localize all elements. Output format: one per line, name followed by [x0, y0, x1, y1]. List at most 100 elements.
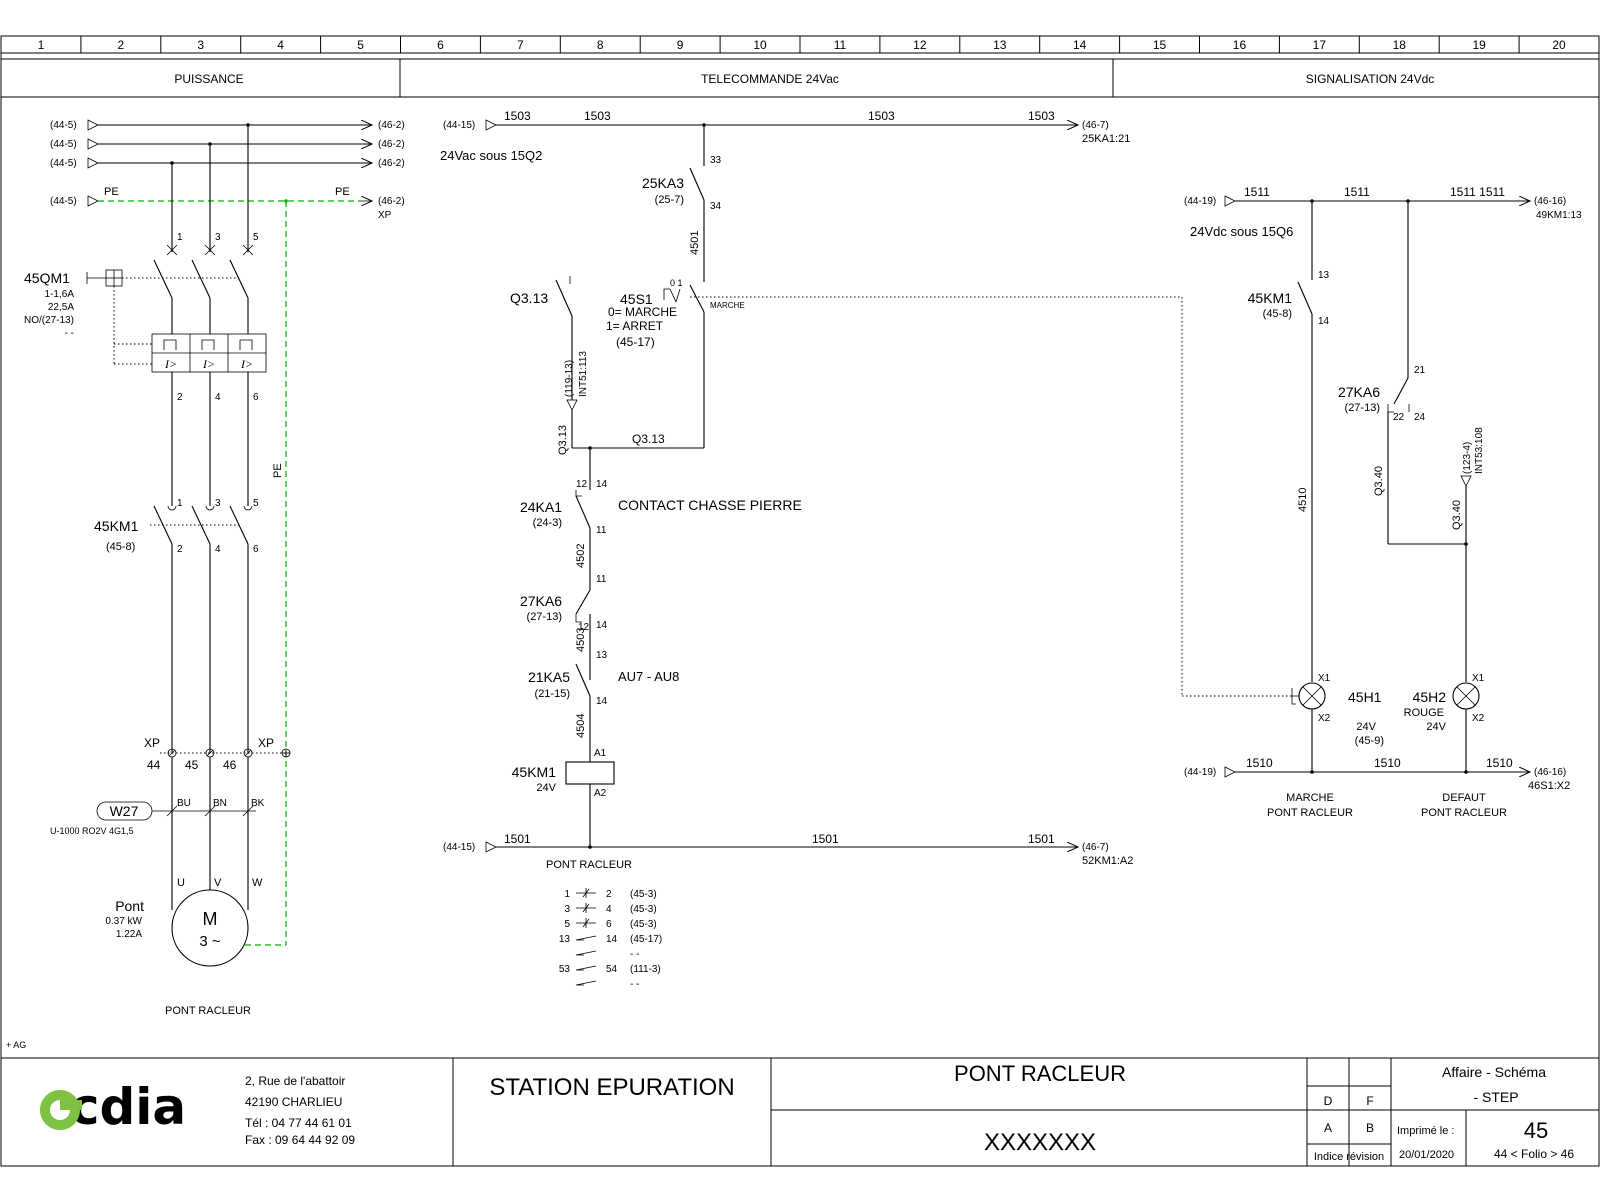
- sig-ka6-term-24: 24: [1414, 412, 1426, 423]
- column-number: 5: [357, 38, 364, 52]
- affaire-value: - STEP: [1473, 1089, 1518, 1105]
- km1-power-ref: (45-8): [106, 541, 135, 553]
- q313-horizontal: Q3.13: [632, 432, 665, 446]
- qm1-term-3: 3: [215, 232, 221, 243]
- km1-power-name: 45KM1: [94, 518, 139, 534]
- ka6-ctrl-term-14: 14: [596, 620, 608, 631]
- motor-phase-symbol: 3 ~: [199, 933, 221, 950]
- km1-term-3: 3: [215, 498, 221, 509]
- h1-x2: X2: [1318, 713, 1331, 724]
- sig-km1-term-14: 14: [1318, 316, 1330, 327]
- ref-in-l2: (44-5): [50, 139, 77, 150]
- column-number: 17: [1313, 38, 1327, 52]
- sig-km1-term-13: 13: [1318, 270, 1330, 281]
- column-number: 1: [38, 38, 45, 52]
- address-line-2: 42190 CHARLIEU: [245, 1095, 342, 1109]
- motor-phase-w: W: [252, 877, 263, 889]
- contact-term-b: 2: [606, 889, 612, 900]
- no-contact-symbol: [575, 965, 597, 971]
- contact-term-b: 54: [606, 964, 618, 975]
- column-number: 9: [677, 38, 684, 52]
- qm1-term-1: 1: [177, 232, 183, 243]
- revision-label: Indice révision: [1314, 1151, 1384, 1163]
- section-signalisation: SIGNALISATION 24Vdc: [1306, 72, 1435, 86]
- contact-ref-row: 1 2 (45-3): [564, 888, 657, 900]
- ref-out-l1: (46-2): [378, 120, 405, 131]
- contact-term-a: 53: [559, 964, 571, 975]
- sig-supply: 24Vdc sous 15Q6: [1190, 224, 1293, 239]
- contact-term-b: 6: [606, 919, 612, 930]
- contact-ref: - -: [630, 949, 639, 960]
- motor-phase-v: V: [214, 877, 222, 889]
- ref-out-l3: (46-2): [378, 158, 405, 169]
- sheet-subtitle: XXXXXXX: [984, 1129, 1096, 1156]
- wire-1510-b: 1510: [1374, 756, 1401, 770]
- wire-1511-c: 1511 1511: [1450, 185, 1505, 199]
- affaire-label: Affaire - Schéma: [1442, 1064, 1546, 1080]
- sig-caption-2b: PONT RACLEUR: [1421, 807, 1507, 819]
- wire-4503: 4503: [575, 628, 587, 652]
- ka1-ref: (24-3): [533, 517, 562, 529]
- s1-name: 45S1: [620, 291, 653, 307]
- rev-d: D: [1324, 1094, 1333, 1108]
- qm1-term-6: 6: [253, 392, 259, 403]
- h1-name: 45H1: [1348, 689, 1382, 705]
- wire-1501-b: 1501: [812, 832, 839, 846]
- h2-x2: X2: [1472, 713, 1485, 724]
- h1-x1: X1: [1318, 673, 1331, 684]
- qm1-term-2: 2: [177, 392, 183, 403]
- contact-ref-row: - -: [575, 949, 639, 960]
- wire-1510-a: 1510: [1246, 756, 1273, 770]
- sig-caption-1a: MARCHE: [1286, 792, 1334, 804]
- ref-out-l2: (46-2): [378, 139, 405, 150]
- ref-out-pe: (46-2): [378, 196, 405, 207]
- column-number: 6: [437, 38, 444, 52]
- wire-1510-c: 1510: [1486, 756, 1513, 770]
- pe-label-right: PE: [335, 186, 350, 198]
- contact-ref: (45-3): [630, 889, 657, 900]
- power-contact-symbol: [576, 888, 596, 898]
- ka1-term-14: 14: [596, 479, 608, 490]
- column-number: 2: [118, 38, 125, 52]
- sig-km1-ref: (45-8): [1263, 308, 1292, 320]
- qm1-setting: 22,5A: [48, 302, 74, 313]
- page-number: 45: [1524, 1118, 1548, 1143]
- motor-power: 0.37 kW: [105, 916, 142, 927]
- wire-1503-b: 1503: [584, 109, 611, 123]
- column-number: 18: [1393, 38, 1407, 52]
- wire-1501-c: 1501: [1028, 832, 1055, 846]
- ka6-ctrl-ref: (27-13): [527, 611, 562, 623]
- rev-f: F: [1366, 1094, 1373, 1108]
- project-name: STATION EPURATION: [489, 1074, 734, 1101]
- column-number: 13: [993, 38, 1007, 52]
- contact-term-a: 13: [559, 934, 571, 945]
- coil-a2: A2: [594, 788, 607, 799]
- column-number: 3: [197, 38, 204, 52]
- s1-line2: 1= ARRET: [606, 319, 664, 333]
- no-contact-symbol: [575, 935, 597, 941]
- sig-caption-1b: PONT RACLEUR: [1267, 807, 1353, 819]
- ka6-ctrl-term-11: 11: [596, 574, 607, 585]
- column-number: 19: [1472, 38, 1486, 52]
- sig-ka6-term-22: 22: [1393, 412, 1405, 423]
- h2-volt: 24V: [1426, 721, 1446, 733]
- ctrl-ref-bot-in: (44-15): [443, 842, 475, 853]
- column-number: 12: [913, 38, 927, 52]
- ctrl-ref-top-in: (44-15): [443, 120, 475, 131]
- ref-in-l1: (44-5): [50, 120, 77, 131]
- wire-1501-a: 1501: [504, 832, 531, 846]
- coil-name: 45KM1: [512, 764, 557, 780]
- contact-term-a: 1: [564, 889, 570, 900]
- printed-label: Imprimé le :: [1397, 1125, 1454, 1137]
- power-circuit: (44-5) (44-5) (44-5) (44-5) (46-2) (46-2…: [6, 119, 405, 1050]
- km1-term-1: 1: [177, 498, 183, 509]
- contact-term-a: 5: [564, 919, 570, 930]
- sheet-title: PONT RACLEUR: [954, 1061, 1126, 1086]
- q340-a: Q3.40: [1373, 466, 1385, 496]
- ctrl-ref-bot-out: (46-7): [1082, 842, 1109, 853]
- ka6-ctrl-name: 27KA6: [520, 593, 562, 609]
